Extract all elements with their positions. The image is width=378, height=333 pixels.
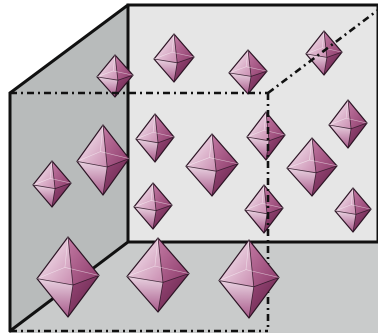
octahedral-crystal-icon	[228, 49, 268, 95]
octahedral-crystal-icon	[328, 99, 368, 149]
octahedral-crystal-icon	[133, 182, 173, 230]
octahedral-crystal-icon	[96, 54, 134, 98]
octahedral-crystal-icon	[218, 239, 280, 319]
octahedral-crystal-icon	[286, 137, 338, 197]
octahedral-crystal-icon	[76, 124, 130, 196]
octahedral-crystal-icon	[334, 187, 372, 233]
octahedral-crystal-icon	[153, 33, 195, 83]
octahedral-crystal-icon	[32, 160, 72, 208]
octahedral-crystal-icon	[185, 133, 239, 197]
dashed-edge	[267, 8, 378, 95]
floor	[10, 242, 378, 333]
left-wall	[10, 5, 128, 331]
crystals-front-layer	[32, 124, 280, 319]
octahedral-crystal-icon	[36, 236, 100, 318]
octahedral-crystal-icon	[126, 237, 190, 313]
octahedral-crystal-icon	[246, 111, 286, 161]
box-edge	[8, 3, 130, 95]
octahedral-crystal-icon	[135, 113, 175, 163]
